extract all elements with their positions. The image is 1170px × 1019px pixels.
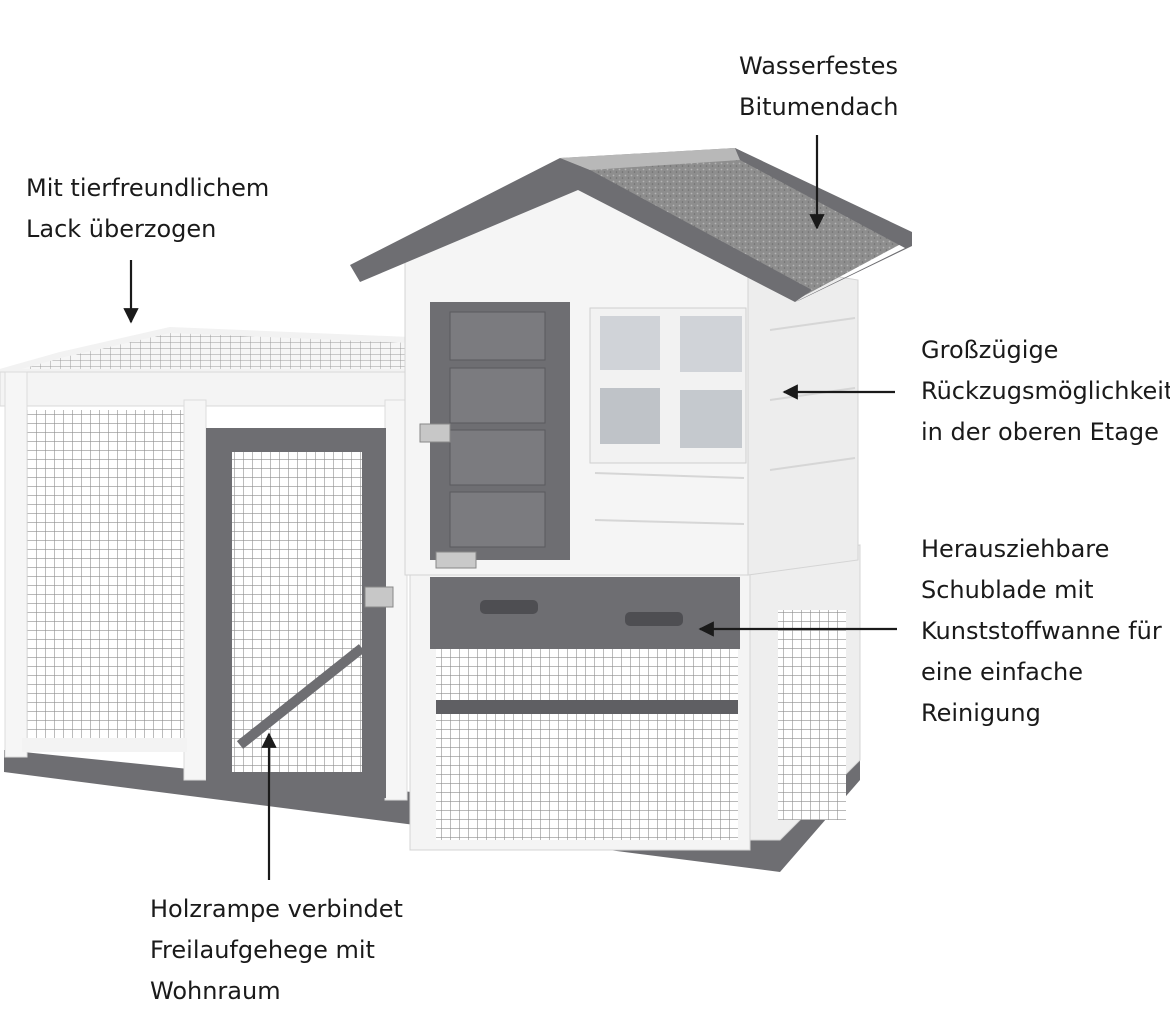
annotation-drawer-line: eine einfache [921,658,1084,686]
house-upper [404,187,859,576]
annotation-lacquer-line: Mit tierfreundlichem [26,174,270,202]
annotation-drawer-line: Kunststoffwanne für [921,617,1162,645]
annotation-drawer-line: Herausziehbare [921,535,1110,563]
annotation-ramp-line: Freilaufgehege mit [150,936,375,964]
annotation-upper-floor-line: Großzügige [921,336,1059,364]
bitumen-roof [350,148,912,302]
annotation-roof-line: Bitumendach [739,93,899,121]
annotation-upper-floor: Großzügige Rückzugsmöglichkeit in der ob… [921,330,1170,453]
annotation-lacquer-line: Lack überzogen [26,215,217,243]
annotation-drawer-line: Schublade mit [921,576,1094,604]
house-lower [409,544,861,851]
run-enclosure [0,326,413,801]
annotation-upper-floor-line: in der oberen Etage [921,418,1159,446]
annotation-ramp-line: Wohnraum [150,977,281,1005]
annotation-lacquer: Mit tierfreundlichem Lack überzogen [26,168,269,250]
annotation-ramp: Holzrampe verbindet Freilaufgehege mit W… [150,889,403,1012]
annotation-arrows [123,135,897,880]
annotation-drawer-line: Reinigung [921,699,1041,727]
annotation-roof: Wasserfestes Bitumendach [739,46,898,128]
annotation-roof-line: Wasserfestes [739,52,898,80]
annotation-drawer: Herausziehbare Schublade mit Kunststoffw… [921,529,1162,734]
annotation-ramp-line: Holzrampe verbindet [150,895,403,923]
annotation-upper-floor-line: Rückzugsmöglichkeit [921,377,1170,405]
